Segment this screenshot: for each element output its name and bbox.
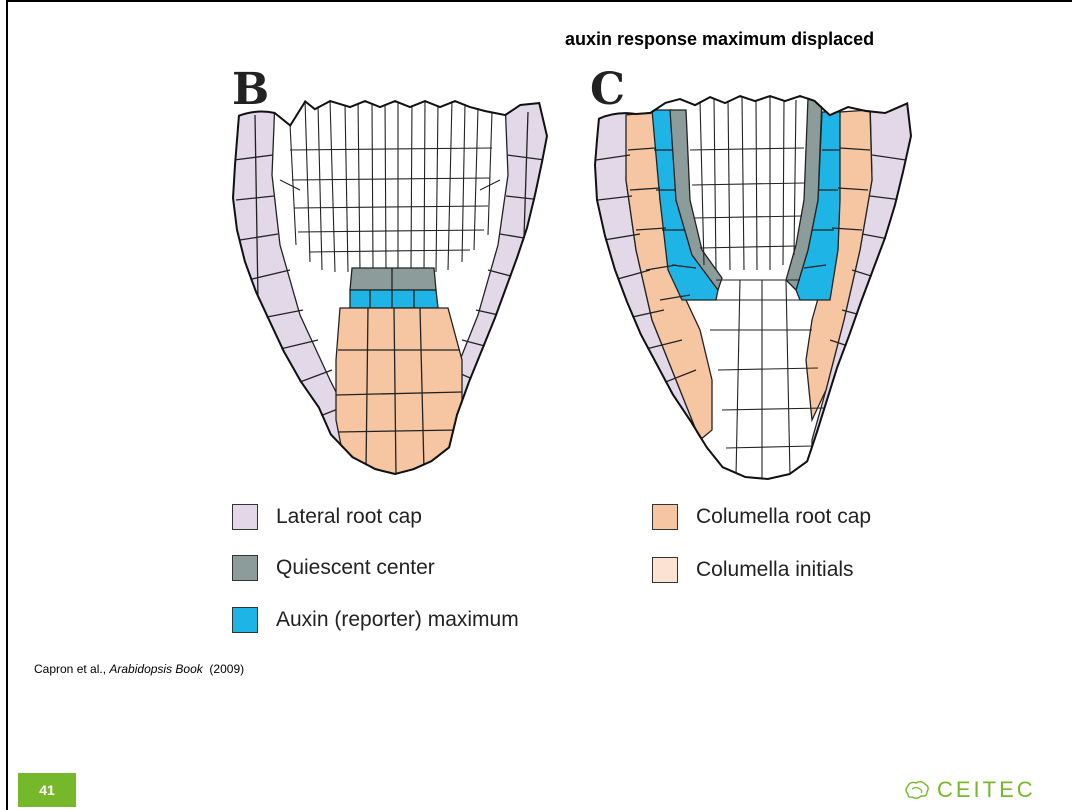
legend-swatch-columella-initials	[652, 557, 678, 583]
ceitec-logo: CEITEC	[903, 777, 1036, 803]
legend-label-columella-root-cap: Columella root cap	[696, 505, 871, 529]
root-tip-diagram	[0, 0, 1073, 660]
page-number: 41	[18, 773, 76, 807]
citation-year: (2009)	[203, 662, 244, 676]
brain-icon	[903, 779, 931, 801]
legend-label-auxin-maximum: Auxin (reporter) maximum	[276, 608, 519, 632]
legend-item-columella-root-cap: Columella root cap	[652, 504, 871, 530]
citation-source: Arabidopsis Book	[109, 662, 202, 676]
legend-swatch-columella-root-cap	[652, 504, 678, 530]
legend-label-lateral-root-cap: Lateral root cap	[276, 505, 422, 529]
logo-text: CEITEC	[937, 777, 1036, 803]
legend-swatch-lateral-root-cap	[232, 504, 258, 530]
panel-c-root	[580, 95, 920, 500]
panel-b-root	[220, 100, 560, 500]
legend-item-columella-initials: Columella initials	[652, 557, 854, 583]
legend-item-lateral-root-cap: Lateral root cap	[232, 504, 422, 530]
legend-swatch-auxin-maximum	[232, 607, 258, 633]
legend-item-quiescent-center: Quiescent center	[232, 555, 435, 581]
legend-item-auxin-maximum: Auxin (reporter) maximum	[232, 607, 519, 633]
legend-label-quiescent-center: Quiescent center	[276, 556, 435, 580]
citation: Capron et al., Arabidopsis Book (2009)	[34, 662, 244, 676]
citation-authors: Capron et al.,	[34, 662, 109, 676]
legend-swatch-quiescent-center	[232, 555, 258, 581]
legend-label-columella-initials: Columella initials	[696, 558, 854, 582]
